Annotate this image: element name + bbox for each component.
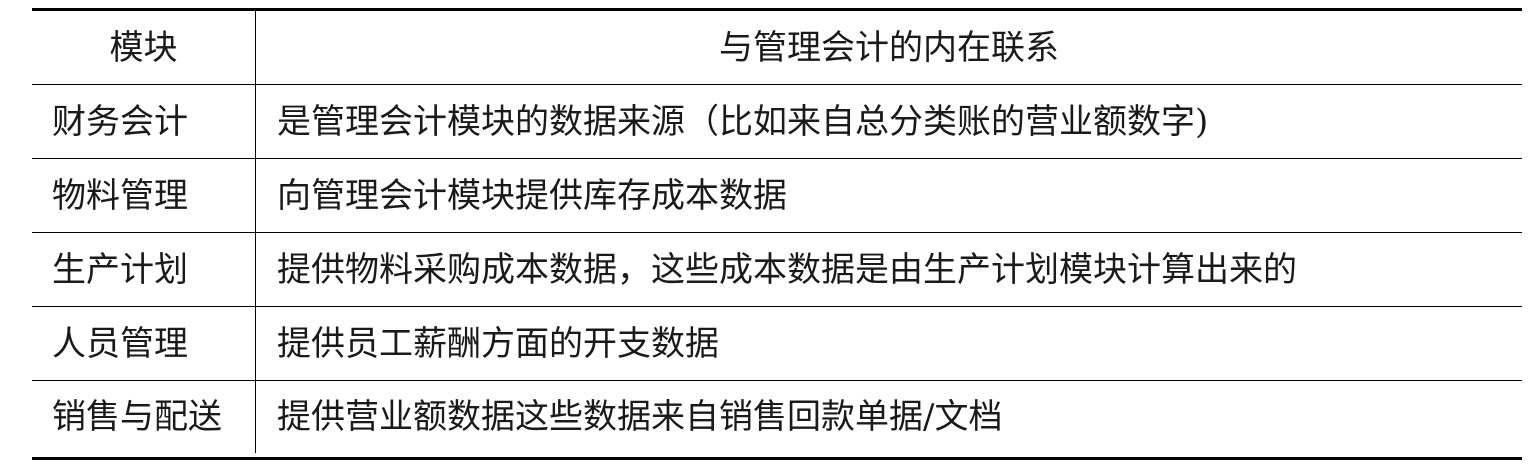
relation-cell: 向管理会计模块提供库存成本数据	[277, 175, 787, 216]
table-row: 财务会计 是管理会计模块的数据来源（比如来自总分类账的营业额数字)	[32, 85, 1522, 159]
module-cell: 人员管理	[32, 307, 256, 380]
module-cell: 财务会计	[32, 85, 256, 158]
relation-cell: 是管理会计模块的数据来源（比如来自总分类账的营业额数字)	[277, 101, 1209, 142]
module-relation-table: 模块 与管理会计的内在联系 财务会计 是管理会计模块的数据来源（比如来自总分类账…	[32, 8, 1522, 460]
table-header-row: 模块 与管理会计的内在联系	[32, 11, 1522, 85]
module-cell: 生产计划	[32, 233, 256, 306]
table-row: 物料管理 向管理会计模块提供库存成本数据	[32, 159, 1522, 233]
table-row: 生产计划 提供物料采购成本数据，这些成本数据是由生产计划模块计算出来的	[32, 233, 1522, 307]
relation-cell: 提供物料采购成本数据，这些成本数据是由生产计划模块计算出来的	[277, 249, 1297, 290]
header-module: 模块	[32, 11, 256, 84]
module-cell: 物料管理	[32, 159, 256, 232]
header-relation: 与管理会计的内在联系	[719, 27, 1059, 68]
relation-cell: 提供营业额数据这些数据来自销售回款单据/文档	[277, 397, 1003, 437]
table-row: 销售与配送 提供营业额数据这些数据来自销售回款单据/文档	[32, 381, 1522, 453]
relation-cell: 提供员工薪酬方面的开支数据	[277, 323, 719, 364]
module-cell: 销售与配送	[32, 381, 256, 453]
table-row: 人员管理 提供员工薪酬方面的开支数据	[32, 307, 1522, 381]
